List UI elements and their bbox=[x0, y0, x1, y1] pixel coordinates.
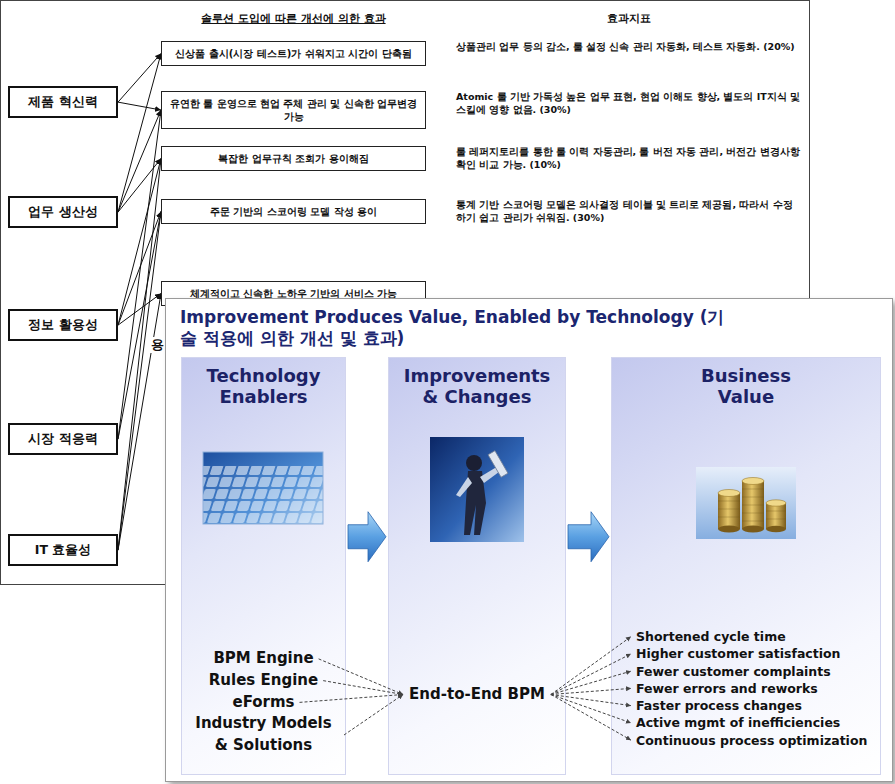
leader-line bbox=[551, 695, 631, 706]
effect-text: 유연한 룰 운영으로 현업 주체 관리 및 신속한 업무변경 가능 bbox=[168, 97, 419, 123]
category-box: 정보 활용성 bbox=[8, 309, 118, 341]
column-heading: Business Value bbox=[691, 358, 801, 407]
slide-title: Improvement Produces Value, Enabled by T… bbox=[180, 307, 740, 348]
category-label: 업무 생산성 bbox=[14, 204, 112, 220]
effect-text: 신상품 출시(시장 테스트)가 쉬워지고 시간이 단축됨 bbox=[168, 47, 419, 60]
leader-line bbox=[551, 688, 631, 694]
list-item: eForms bbox=[232, 692, 294, 714]
leader-line bbox=[300, 695, 404, 703]
connector-line bbox=[118, 102, 161, 110]
block-arrow bbox=[568, 512, 609, 562]
category-label: 정보 활용성 bbox=[14, 317, 112, 333]
column-header: 효과지표 bbox=[456, 11, 801, 26]
list-item: Faster process changes bbox=[636, 697, 802, 714]
category-box: 제품 혁신력 bbox=[8, 86, 118, 118]
leader-line bbox=[551, 671, 631, 694]
connector-line bbox=[118, 294, 161, 551]
connector-line bbox=[118, 212, 161, 551]
effect-text: 주문 기반의 스코어링 모델 작성 용이 bbox=[168, 205, 419, 218]
list-item: Continuous process optimization bbox=[636, 732, 867, 749]
effect-text: 복잡한 업무규칙 조회가 용이해짐 bbox=[168, 152, 419, 165]
effect-indicator: 상품관리 업무 등의 감소, 룰 설정 신속 관리 자동화, 테스트 자동화. … bbox=[456, 41, 801, 54]
stray-text: 용 bbox=[150, 337, 165, 353]
leader-line bbox=[551, 637, 631, 695]
category-box: 시장 적응력 bbox=[8, 423, 118, 455]
column-heading: Improvements & Changes bbox=[397, 358, 557, 407]
list-item: Industry Models & Solutions bbox=[188, 713, 339, 757]
category-label: 시장 적응력 bbox=[14, 431, 112, 447]
leader-line bbox=[551, 695, 631, 723]
leader-line bbox=[323, 681, 403, 695]
list-item: BPM Engine bbox=[213, 648, 313, 670]
list-item: Fewer errors and reworks bbox=[636, 680, 818, 697]
connector-line bbox=[118, 159, 161, 551]
column-panel: Business ValueShortened cycle timeHigher… bbox=[611, 357, 881, 775]
effect-box: 복잡한 업무규칙 조회가 용이해짐 bbox=[161, 146, 426, 171]
effect-indicator: 통계 기반 스코어링 모델은 의사결정 테이블 및 트리로 제공됨, 따라서 수… bbox=[456, 199, 801, 225]
effect-box: 신상품 출시(시장 테스트)가 쉬워지고 시간이 단축됨 bbox=[161, 41, 426, 66]
column-panel: Technology EnablersBPM EngineRules Engin… bbox=[181, 357, 346, 775]
effect-box: 유연한 룰 운영으로 현업 주체 관리 및 신속한 업무변경 가능 bbox=[161, 91, 426, 129]
figure-illustration bbox=[430, 437, 524, 542]
keyboard-illustration bbox=[158, 452, 348, 528]
list-item: End-to-End BPM bbox=[409, 684, 545, 705]
category-label: IT 효율성 bbox=[14, 542, 112, 558]
connector-line bbox=[118, 212, 161, 440]
leader-lines bbox=[300, 637, 631, 741]
effect-indicator: Atomic 룰 기반 가독성 높은 업무 표현, 현업 이해도 향상, 별도의… bbox=[456, 91, 801, 117]
column-header: 솔루션 도입에 따른 개선에 의한 효과 bbox=[161, 11, 426, 26]
column-heading: Technology Enablers bbox=[189, 358, 339, 407]
effect-indicator: 룰 레퍼지토리를 통한 룰 이력 자동관리, 룰 버전 자동 관리, 버전간 변… bbox=[456, 146, 801, 172]
connector-line bbox=[118, 54, 161, 213]
list-item: Active mgmt of inefficiencies bbox=[636, 714, 840, 731]
connector-line bbox=[118, 159, 161, 326]
leader-line bbox=[551, 654, 631, 695]
coins-illustration bbox=[696, 467, 796, 539]
slide-panel: Improvement Produces Value, Enabled by T… bbox=[165, 298, 893, 782]
category-box: 업무 생산성 bbox=[8, 196, 118, 228]
list-item: Rules Engine bbox=[209, 670, 318, 692]
leader-line bbox=[319, 659, 403, 695]
effect-box: 주문 기반의 스코어링 모델 작성 용이 bbox=[161, 199, 426, 224]
list-item: Higher customer satisfaction bbox=[636, 645, 841, 662]
leader-line bbox=[344, 695, 403, 736]
category-box: IT 효율성 bbox=[8, 534, 118, 566]
column-panel: Improvements & ChangesEnd-to-End BPM bbox=[388, 357, 566, 775]
list-item: Fewer customer complaints bbox=[636, 663, 831, 680]
block-arrow bbox=[348, 512, 386, 562]
connector-line bbox=[118, 294, 161, 326]
connector-line bbox=[118, 212, 161, 326]
connector-line bbox=[118, 110, 161, 439]
leader-line bbox=[551, 695, 631, 741]
list-item: Shortened cycle time bbox=[636, 628, 786, 645]
category-label: 제품 혁신력 bbox=[14, 94, 112, 110]
